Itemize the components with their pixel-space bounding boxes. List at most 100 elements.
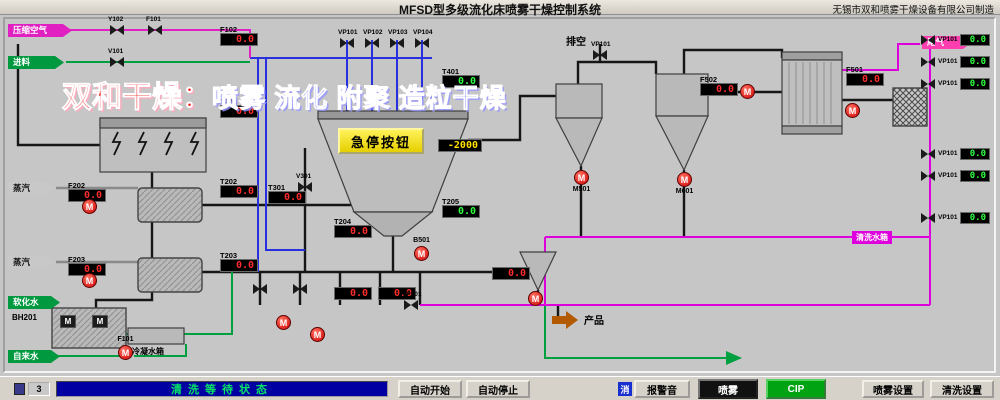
valve-right-1[interactable] — [921, 35, 935, 45]
condensate-tank-label: 冷凝水箱 — [132, 347, 164, 356]
display-pressure: -2000 — [438, 139, 482, 152]
valve-icon — [298, 182, 312, 192]
valve-icon — [921, 79, 935, 89]
valve-drop-1[interactable] — [253, 284, 267, 294]
motor-manifold-1[interactable]: M — [276, 315, 291, 330]
valve-icon — [110, 57, 124, 67]
valve-icon — [593, 50, 607, 60]
wash-header-label: 清洗水箱 — [852, 231, 892, 244]
motor-hopper[interactable]: M — [528, 291, 543, 306]
valve-icon — [110, 25, 124, 35]
emergency-stop-button[interactable]: 急停按钮 — [338, 128, 424, 154]
motor-tower[interactable]: M — [845, 103, 860, 118]
alarm-mute-indicator[interactable]: 消 — [618, 382, 632, 396]
motor-F502[interactable]: M — [740, 84, 755, 99]
valve-right-6-tag: VP101 — [938, 214, 958, 221]
valve-icon — [404, 300, 418, 310]
valve-right-4-tag: VP101 — [938, 150, 958, 157]
stream-soft-water: 软化水 — [8, 296, 60, 309]
valve-right-1-tag: VP101 — [938, 36, 958, 43]
valve-Y102[interactable]: Y102 — [108, 16, 124, 35]
valve-icon — [293, 284, 307, 294]
agitator-1[interactable]: M — [60, 315, 76, 328]
display-manifold-2: 0.0 — [378, 287, 416, 300]
valve-icon — [415, 38, 429, 48]
valve-right-5-tag: VP101 — [938, 172, 958, 179]
valve-icon — [921, 213, 935, 223]
valve-VP101[interactable]: VP101 — [338, 29, 358, 48]
display-right-4: 0.0 — [960, 148, 990, 160]
valve-drop-2[interactable] — [293, 284, 307, 294]
clean-settings-button[interactable]: 清洗设置 — [930, 380, 994, 398]
bottom-bar: 3 清洗等待状态 自动开始 自动停止 消 报警音 喷雾 CIP 喷雾设置 清洗设… — [0, 376, 1000, 400]
cip-button[interactable]: CIP — [766, 379, 826, 399]
stream-steam-2: 蒸汽 — [8, 256, 54, 269]
valve-right-2-tag: VP101 — [938, 58, 958, 65]
valve-icon — [365, 38, 379, 48]
valve-right-5[interactable] — [921, 171, 935, 181]
status-message: 清洗等待状态 — [56, 381, 388, 397]
manufacturer-label: 无锡市双和喷雾干燥设备有限公司制造 — [832, 5, 994, 16]
display-right-6: 0.0 — [960, 212, 990, 224]
auto-stop-button[interactable]: 自动停止 — [466, 380, 530, 398]
valve-icon — [921, 57, 935, 67]
alarm-button[interactable]: 报警音 — [634, 380, 690, 398]
valve-VP104[interactable]: VP104 — [413, 29, 433, 48]
motor-heater-1[interactable]: M — [82, 199, 97, 214]
valve-icon — [921, 171, 935, 181]
valve-VP102[interactable]: VP102 — [363, 29, 383, 48]
spray-button[interactable]: 喷雾 — [698, 379, 758, 399]
agitator-2[interactable]: M — [92, 315, 108, 328]
display-hopper: 0.0 — [492, 267, 530, 280]
motor-heater-2[interactable]: M — [82, 273, 97, 288]
motor-manifold-2[interactable]: M — [310, 327, 325, 342]
stream-feed: 进料 — [8, 56, 64, 69]
valve-VP103[interactable]: VP103 — [388, 29, 408, 48]
product-label: 产品 — [584, 316, 604, 327]
valve-vent[interactable]: VP101 — [591, 41, 611, 60]
display-right-2: 0.0 — [960, 56, 990, 68]
valve-icon — [340, 38, 354, 48]
valve-icon — [148, 25, 162, 35]
title-bar: MFSD型多级流化床喷雾干燥控制系统 无锡市双和喷雾干燥设备有限公司制造 — [0, 0, 1000, 17]
display-right-3: 0.0 — [960, 78, 990, 90]
valve-V301[interactable]: V301 — [296, 173, 312, 192]
valve-F101[interactable]: F101 — [146, 16, 162, 35]
vent-label: 排空 — [566, 37, 586, 48]
display-manifold-1: 0.0 — [334, 287, 372, 300]
display-right-5: 0.0 — [960, 170, 990, 182]
stream-tap-water: 自来水 — [8, 350, 60, 363]
valve-right-3-tag: VP101 — [938, 80, 958, 87]
stream-compressed-air: 压缩空气 — [8, 24, 72, 37]
status-icon — [14, 383, 25, 395]
valve-VP201[interactable]: VP201 — [402, 291, 422, 310]
valve-right-6[interactable] — [921, 213, 935, 223]
valve-V101[interactable]: V101 — [108, 48, 124, 67]
valve-right-4[interactable] — [921, 149, 935, 159]
valve-icon — [921, 149, 935, 159]
display-right-1: 0.0 — [960, 34, 990, 46]
auto-start-button[interactable]: 自动开始 — [398, 380, 462, 398]
spray-settings-button[interactable]: 喷雾设置 — [862, 380, 924, 398]
tank-tag: BH201 — [12, 313, 37, 322]
valve-right-3[interactable] — [921, 79, 935, 89]
page-title: MFSD型多级流化床喷雾干燥控制系统 — [399, 3, 601, 17]
valve-icon — [921, 35, 935, 45]
valve-right-2[interactable] — [921, 57, 935, 67]
